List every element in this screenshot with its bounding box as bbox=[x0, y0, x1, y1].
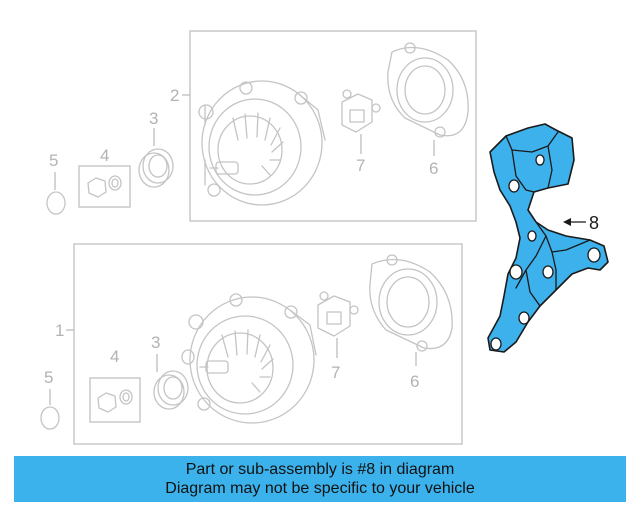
callout-5-lower[interactable]: 5 bbox=[44, 368, 53, 387]
washer-lower bbox=[181, 349, 195, 365]
callout-3-lower[interactable]: 3 bbox=[151, 333, 160, 352]
nut-washer-lower bbox=[97, 389, 133, 413]
alternator-lower bbox=[188, 293, 317, 424]
callout-6-lower[interactable]: 6 bbox=[410, 372, 419, 391]
rear-cover-lower bbox=[369, 254, 453, 366]
regulator-lower bbox=[317, 291, 359, 358]
nut-washer-box-lower bbox=[89, 377, 141, 423]
callout-8-arrow bbox=[563, 218, 571, 226]
pulley-lower bbox=[153, 370, 189, 410]
banner-line-2: Diagram may not be specific to your vehi… bbox=[165, 480, 475, 497]
nut-washer-upper bbox=[87, 175, 122, 198]
callout-5-upper[interactable]: 5 bbox=[49, 151, 58, 170]
cap-lower bbox=[40, 406, 60, 430]
callout-6-upper[interactable]: 6 bbox=[429, 159, 438, 178]
banner-line-1: Part or sub-assembly is #8 in diagram bbox=[185, 461, 455, 478]
callout-4-lower[interactable]: 4 bbox=[110, 347, 119, 366]
callout-4-upper[interactable]: 4 bbox=[100, 146, 109, 165]
callout-3-upper[interactable]: 3 bbox=[149, 109, 158, 128]
callout-7-lower[interactable]: 7 bbox=[331, 363, 340, 382]
parts-diagram: 2 7 6 3 4 bbox=[40, 30, 609, 445]
nut-washer-box-upper bbox=[78, 165, 131, 208]
info-banner: Part or sub-assembly is #8 in diagram Di… bbox=[14, 456, 626, 502]
callout-7-upper[interactable]: 7 bbox=[356, 156, 365, 175]
alternator-upper bbox=[198, 80, 326, 206]
bracket-part-8[interactable] bbox=[487, 123, 609, 353]
callout-1[interactable]: 1 bbox=[55, 321, 64, 340]
assembly-box-lower bbox=[73, 243, 463, 445]
regulator-upper bbox=[341, 89, 381, 154]
pulley-upper bbox=[138, 148, 174, 188]
rear-cover-upper bbox=[387, 42, 469, 156]
assembly-box-upper bbox=[189, 30, 477, 222]
cap-upper bbox=[46, 191, 66, 215]
callout-2[interactable]: 2 bbox=[170, 86, 179, 105]
callout-8[interactable]: 8 bbox=[589, 213, 599, 233]
